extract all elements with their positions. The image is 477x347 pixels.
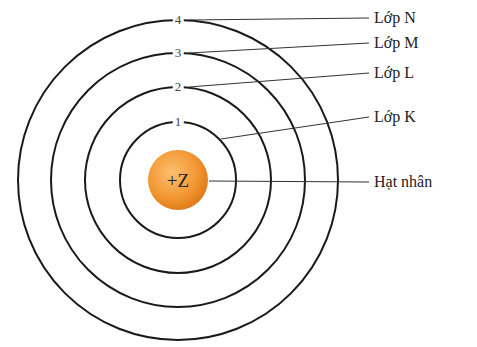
shell-number: 2 <box>173 80 184 94</box>
shell-ring <box>51 53 305 307</box>
shell-number: 1 <box>173 115 184 129</box>
leader-line <box>189 73 369 87</box>
leader-line <box>221 117 369 139</box>
shell-ring <box>85 87 271 273</box>
shell-ring <box>18 20 338 340</box>
shell-number: 4 <box>173 13 184 27</box>
leader-line <box>209 181 369 182</box>
shell-number: 3 <box>173 46 184 60</box>
nucleus-circle: +Z <box>148 150 208 210</box>
shell-ring <box>120 122 236 238</box>
shell-label: Lớp K <box>374 108 416 126</box>
leader-line <box>189 43 369 53</box>
shell-label: Lớp L <box>374 64 414 82</box>
nucleus-charge: +Z <box>167 171 189 190</box>
shell-label: Lớp N <box>374 9 416 27</box>
leader-line <box>189 18 369 20</box>
shell-label: Lớp M <box>374 34 418 52</box>
nucleus-label: Hạt nhân <box>374 173 432 191</box>
